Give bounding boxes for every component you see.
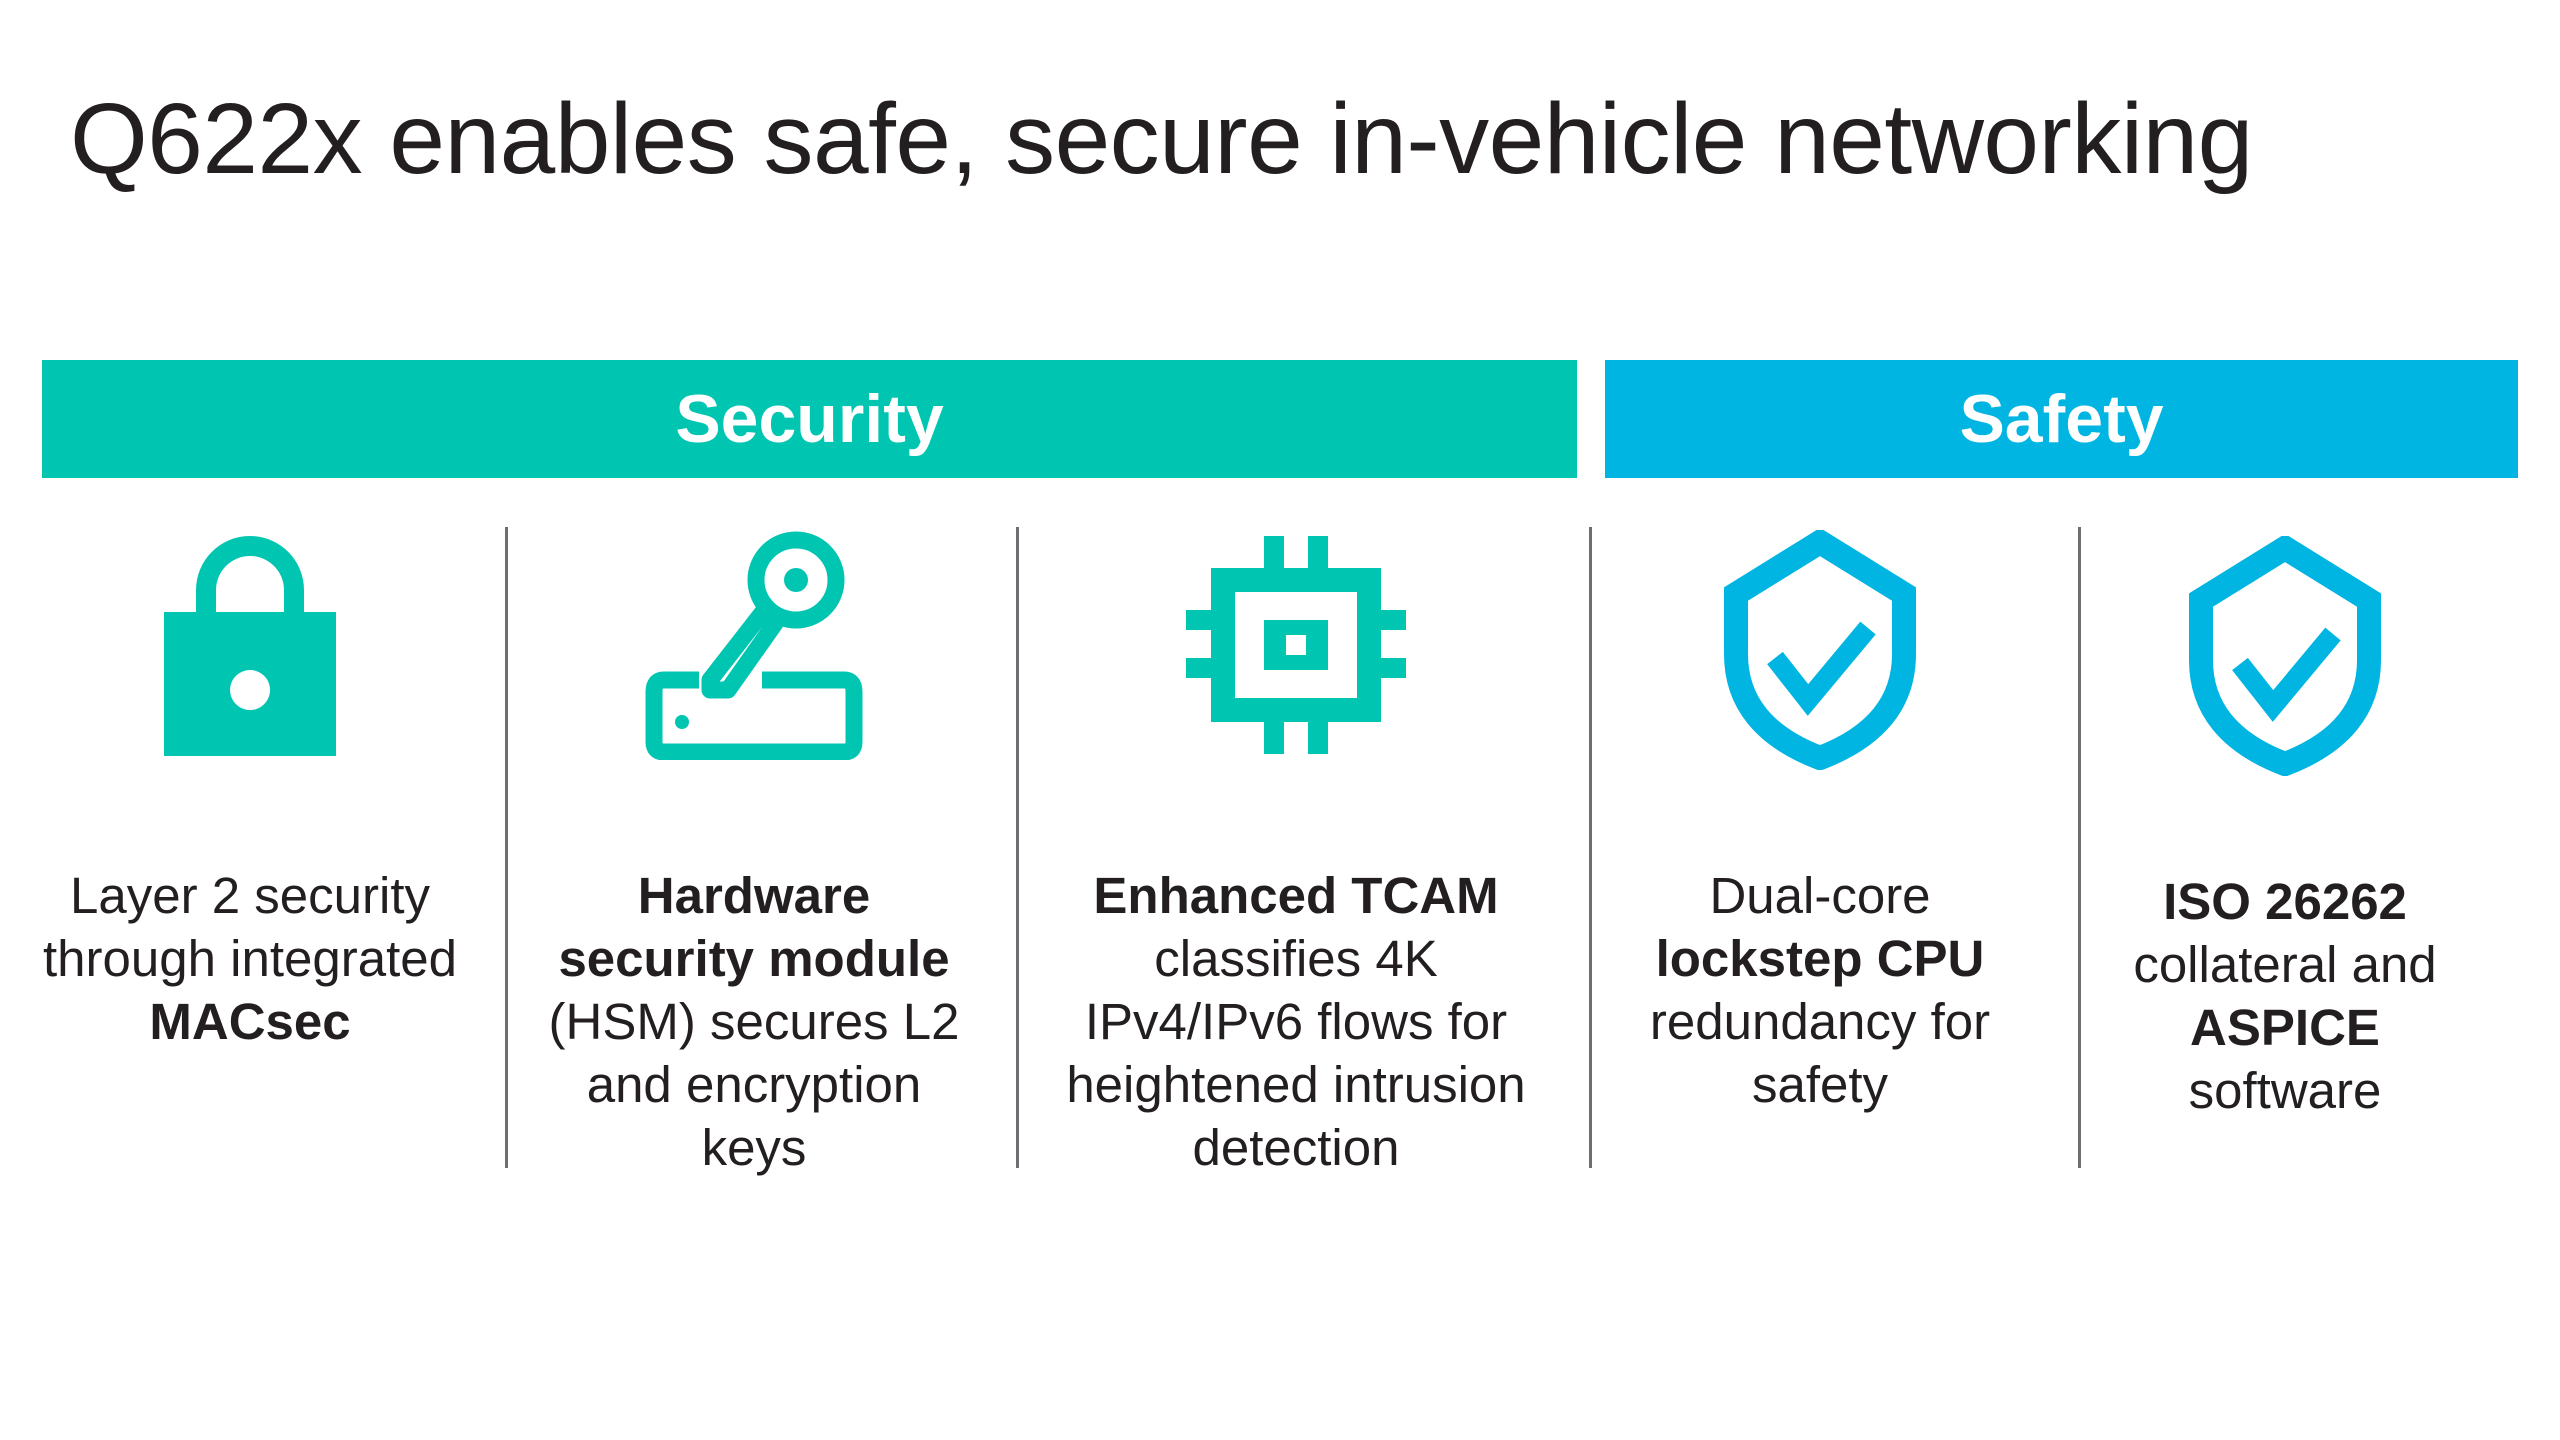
feature-text-bold-line: lockstep CPU bbox=[1655, 930, 1985, 987]
feature-lockstep: Dual-core lockstep CPU redundancy for safet… bbox=[1580, 530, 2060, 1116]
feature-text-bold-line: ASPICE bbox=[2190, 999, 2380, 1056]
feature-text-line: software bbox=[2188, 1062, 2382, 1119]
lock-icon bbox=[10, 530, 490, 800]
feature-text-line: classifies 4K bbox=[1154, 930, 1438, 987]
feature-text-line: safety bbox=[1751, 1056, 1889, 1113]
security-label: Security bbox=[675, 381, 944, 457]
safety-label: Safety bbox=[1959, 381, 2164, 457]
feature-text-line: Layer 2 security bbox=[70, 867, 430, 924]
feature-text-bold-line: ISO 26262 bbox=[2163, 873, 2407, 930]
feature-tcam: Enhanced TCAM classifies 4K IPv4/IPv6 flow… bbox=[1056, 530, 1536, 1179]
feature-text-line: and encryption bbox=[586, 1056, 922, 1113]
feature-text-bold-line: Hardware bbox=[637, 867, 871, 924]
feature-text-line: IPv4/IPv6 flows for bbox=[1084, 993, 1508, 1050]
feature-text-line: heightened intrusion bbox=[1066, 1056, 1526, 1113]
feature-text-line: keys bbox=[701, 1119, 807, 1176]
feature-text: Hardware security module (HSM) secures L2 a… bbox=[514, 864, 994, 1179]
feature-text-line: collateral and bbox=[2133, 936, 2437, 993]
feature-text: Enhanced TCAM classifies 4K IPv4/IPv6 flow… bbox=[1056, 864, 1536, 1179]
safety-header: Safety bbox=[1605, 360, 2518, 478]
divider bbox=[505, 527, 508, 1168]
feature-text-bold-line: MACsec bbox=[149, 993, 351, 1050]
divider bbox=[1016, 527, 1019, 1168]
divider bbox=[2078, 527, 2081, 1168]
chip-icon bbox=[1056, 530, 1536, 800]
feature-text-line: through integrated bbox=[43, 930, 457, 987]
feature-text-line: detection bbox=[1192, 1119, 1400, 1176]
feature-text-bold-line: Enhanced TCAM bbox=[1093, 867, 1499, 924]
security-header: Security bbox=[42, 360, 1577, 478]
key-hsm-icon bbox=[514, 530, 994, 800]
feature-hsm: Hardware security module (HSM) secures L2 a… bbox=[514, 530, 994, 1179]
feature-text-line: Dual-core bbox=[1709, 867, 1931, 924]
shield-check-icon bbox=[1580, 530, 2060, 800]
divider bbox=[1589, 527, 1592, 1168]
shield-check-icon bbox=[2045, 530, 2525, 806]
feature-text-bold-line: security module bbox=[558, 930, 950, 987]
feature-text-line: redundancy for bbox=[1649, 993, 1991, 1050]
page-title: Q622x enables safe, secure in-vehicle ne… bbox=[70, 83, 2253, 195]
feature-text: Dual-core lockstep CPU redundancy for safet… bbox=[1580, 864, 2060, 1116]
feature-text-line: (HSM) secures L2 bbox=[548, 993, 960, 1050]
